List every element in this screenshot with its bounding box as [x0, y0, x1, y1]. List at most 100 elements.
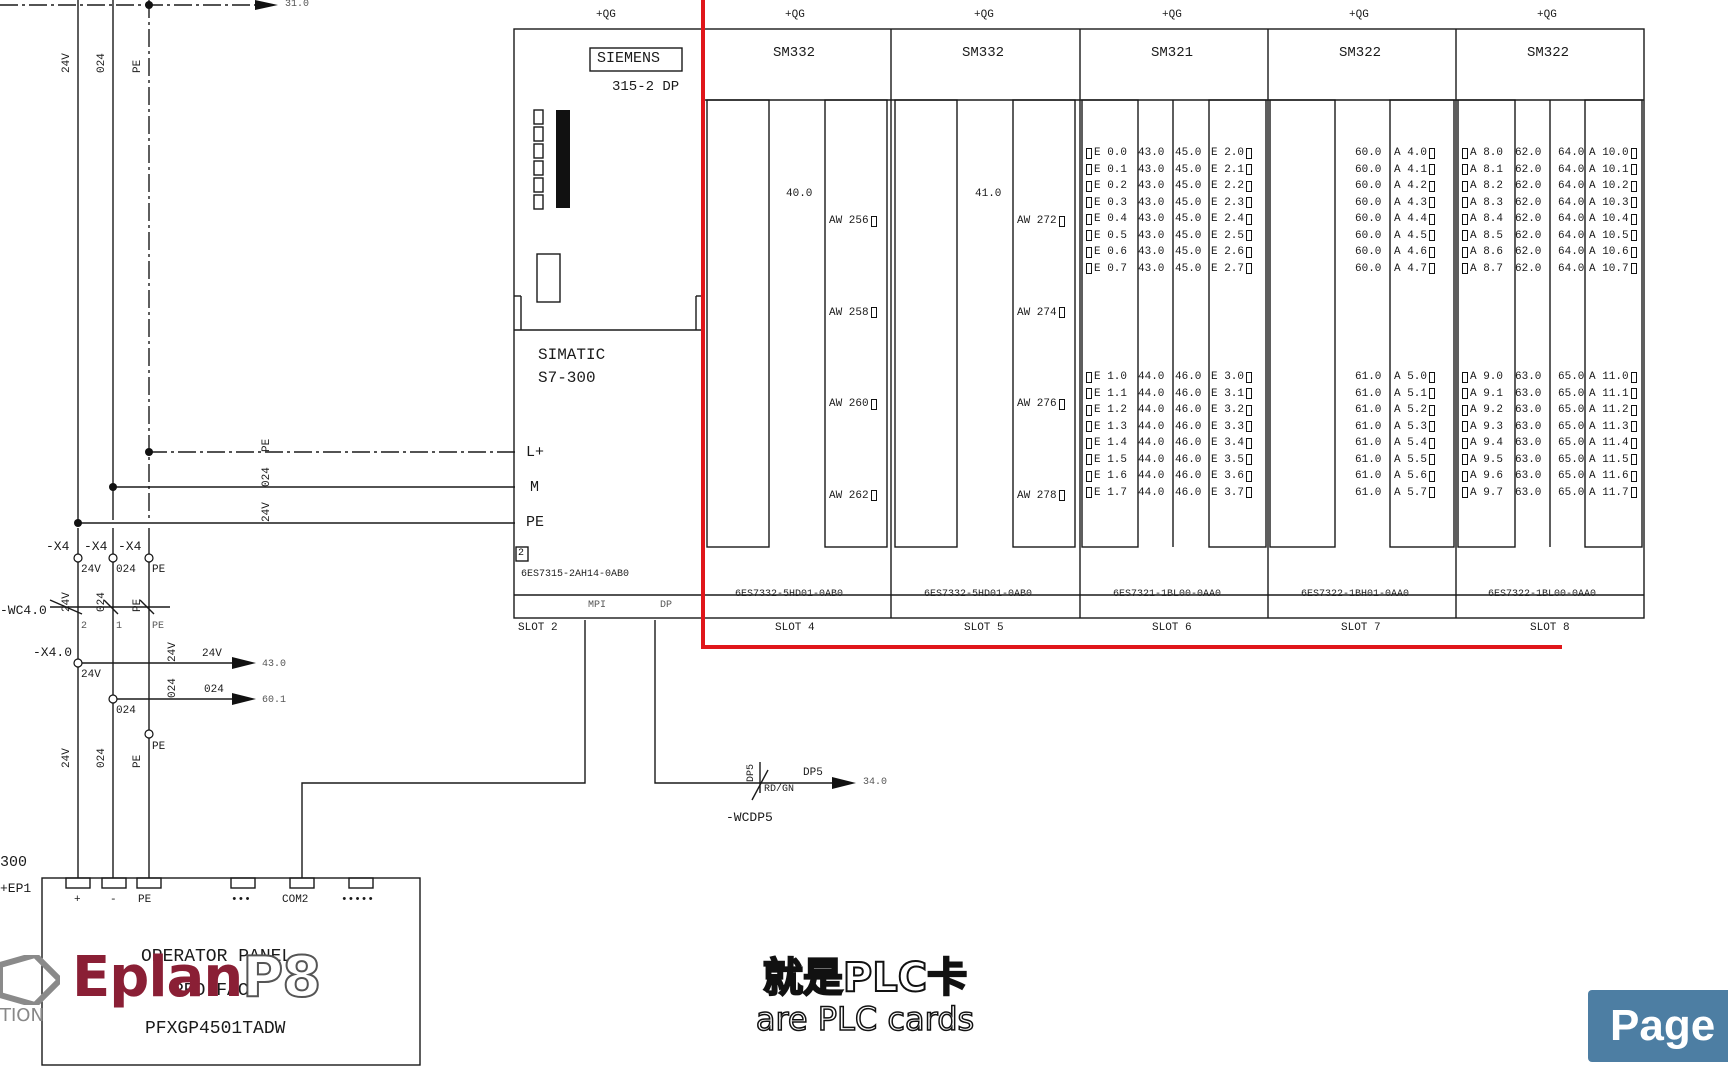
panel-pin-plus: +	[74, 894, 81, 906]
ref-item: 44.0	[1138, 435, 1164, 452]
ref-item-text: 64.0	[1558, 213, 1585, 225]
output-channel-text: A 8.4	[1470, 213, 1504, 225]
terminal-box-icon	[1246, 388, 1253, 400]
output-channel: A 9.5	[1460, 452, 1503, 469]
dp-arrow-label: DP5	[803, 767, 823, 779]
ref-item: 45.0	[1175, 178, 1201, 195]
output-channel: A 9.0	[1460, 369, 1503, 386]
output-channel-text: A 10.5	[1589, 229, 1629, 242]
input-channel: E 2.7	[1211, 261, 1254, 278]
ref-item-text: 43.0	[1138, 196, 1165, 209]
terminal-box-icon	[1058, 398, 1065, 410]
input-channel: E 1.6	[1084, 468, 1127, 485]
terminal-box-icon	[1630, 421, 1637, 433]
ref-item-text: 61.0	[1355, 486, 1382, 499]
output-channel-text: A 4.7	[1394, 262, 1428, 275]
ref-item: 46.0	[1175, 386, 1201, 403]
cpu-terminal-m[interactable]: M	[530, 479, 540, 496]
module-order-no: 6ES7321-1BL00-0AA0	[1113, 589, 1222, 600]
ref-item: 63.0	[1515, 369, 1541, 386]
input-channel-text: E 3.6	[1211, 470, 1245, 482]
terminal-box-icon	[1630, 197, 1637, 209]
cpu-port-mpi[interactable]: MPI	[588, 600, 607, 611]
ref-item: 60.0	[1355, 145, 1381, 162]
terminal-box-icon	[1086, 180, 1092, 192]
ref-item-text: 64.0	[1558, 262, 1585, 275]
ref-item: 65.0	[1558, 485, 1584, 502]
output-channel-text: A 4.6	[1394, 246, 1428, 258]
terminal-box-icon	[870, 307, 877, 319]
address-item: AW 272	[1017, 215, 1057, 227]
output-channel-text: A 11.6	[1589, 470, 1629, 482]
terminal-box-icon	[1630, 180, 1637, 192]
input-channel: E 0.0	[1084, 145, 1127, 162]
output-channel: A 8.4	[1460, 211, 1503, 228]
input-channel: E 0.5	[1084, 228, 1127, 245]
ref-item: 43.0	[1138, 162, 1164, 179]
ref-item-text: 46.0	[1175, 371, 1202, 383]
terminal-box-icon	[1630, 263, 1637, 275]
ref-item: 63.0	[1515, 402, 1541, 419]
ref-item-text: 60.0	[1355, 180, 1382, 192]
feed-label-024: 024	[261, 467, 273, 487]
terminal-box-icon	[1462, 230, 1468, 242]
terminal-box-icon	[1630, 404, 1637, 416]
terminal-box-icon	[1086, 263, 1092, 275]
output-channel-text: A 9.5	[1470, 453, 1504, 466]
output-channel: A 5.1	[1394, 386, 1437, 403]
input-channel-text: E 2.3	[1211, 196, 1245, 209]
output-channel-text: A 8.7	[1470, 262, 1504, 275]
ref-item-text: 65.0	[1558, 387, 1585, 400]
address-item: AW 278	[1017, 489, 1057, 502]
input-channel: E 1.3	[1084, 419, 1127, 436]
terminal-box-icon	[1058, 490, 1065, 502]
ref-item: 62.0	[1515, 178, 1541, 195]
cpu-tag: +QG	[596, 9, 616, 21]
terminal-box-icon	[1462, 388, 1468, 400]
cpu-port-dp[interactable]: DP	[660, 600, 673, 611]
output-channel-text: A 9.7	[1470, 486, 1504, 499]
arrow-24v-label: 24V	[202, 648, 222, 660]
ref-item: 65.0	[1558, 369, 1584, 386]
cpu-family: SIMATIC	[538, 346, 606, 364]
address-item: AW 274	[1017, 306, 1057, 319]
input-channel-text: E 3.1	[1211, 387, 1245, 400]
ref-item-text: 44.0	[1138, 371, 1165, 383]
ref-item-text: 43.0	[1138, 262, 1165, 275]
ref-item-text: 44.0	[1138, 404, 1165, 416]
dp-wire-label: DP5	[746, 763, 757, 782]
output-channel: A 5.7	[1394, 485, 1437, 502]
ref-item-text: 44.0	[1138, 453, 1165, 466]
terminal-box-icon	[1429, 421, 1436, 433]
output-channel: A 8.6	[1460, 244, 1503, 261]
output-channel: A 11.1	[1589, 386, 1639, 403]
terminal-box-icon	[1462, 421, 1468, 433]
input-channel: E 1.0	[1084, 369, 1127, 386]
terminal-box-icon	[1462, 164, 1468, 176]
page-button[interactable]: Page	[1588, 990, 1728, 1062]
output-channel: A 10.5	[1589, 228, 1639, 245]
x40-label: -X4.0	[33, 645, 73, 660]
ref-item-text: 46.0	[1175, 387, 1202, 400]
ref-item-text: 44.0	[1138, 486, 1165, 499]
ref-item-text: 62.0	[1515, 196, 1542, 209]
output-channel: A 5.6	[1394, 468, 1437, 485]
ref-item: 65.0	[1558, 419, 1584, 436]
output-channel-text: A 4.3	[1394, 196, 1428, 209]
cpu-terminal-pe[interactable]: PE	[526, 514, 545, 531]
cpu-terminal-lplus[interactable]: L+	[526, 444, 545, 461]
input-channel: E 3.3	[1211, 419, 1254, 436]
input-channel-text: E 3.4	[1211, 437, 1245, 449]
terminal-box-icon	[1429, 213, 1436, 225]
terminal-box-icon	[1086, 147, 1092, 159]
ref-item: 61.0	[1355, 468, 1381, 485]
output-channel: A 4.4	[1394, 211, 1437, 228]
output-channel: A 8.1	[1460, 162, 1503, 179]
dp-wire-color: RD/GN	[764, 784, 795, 795]
output-channel: A 9.4	[1460, 435, 1503, 452]
ref-item-text: 46.0	[1175, 420, 1202, 433]
